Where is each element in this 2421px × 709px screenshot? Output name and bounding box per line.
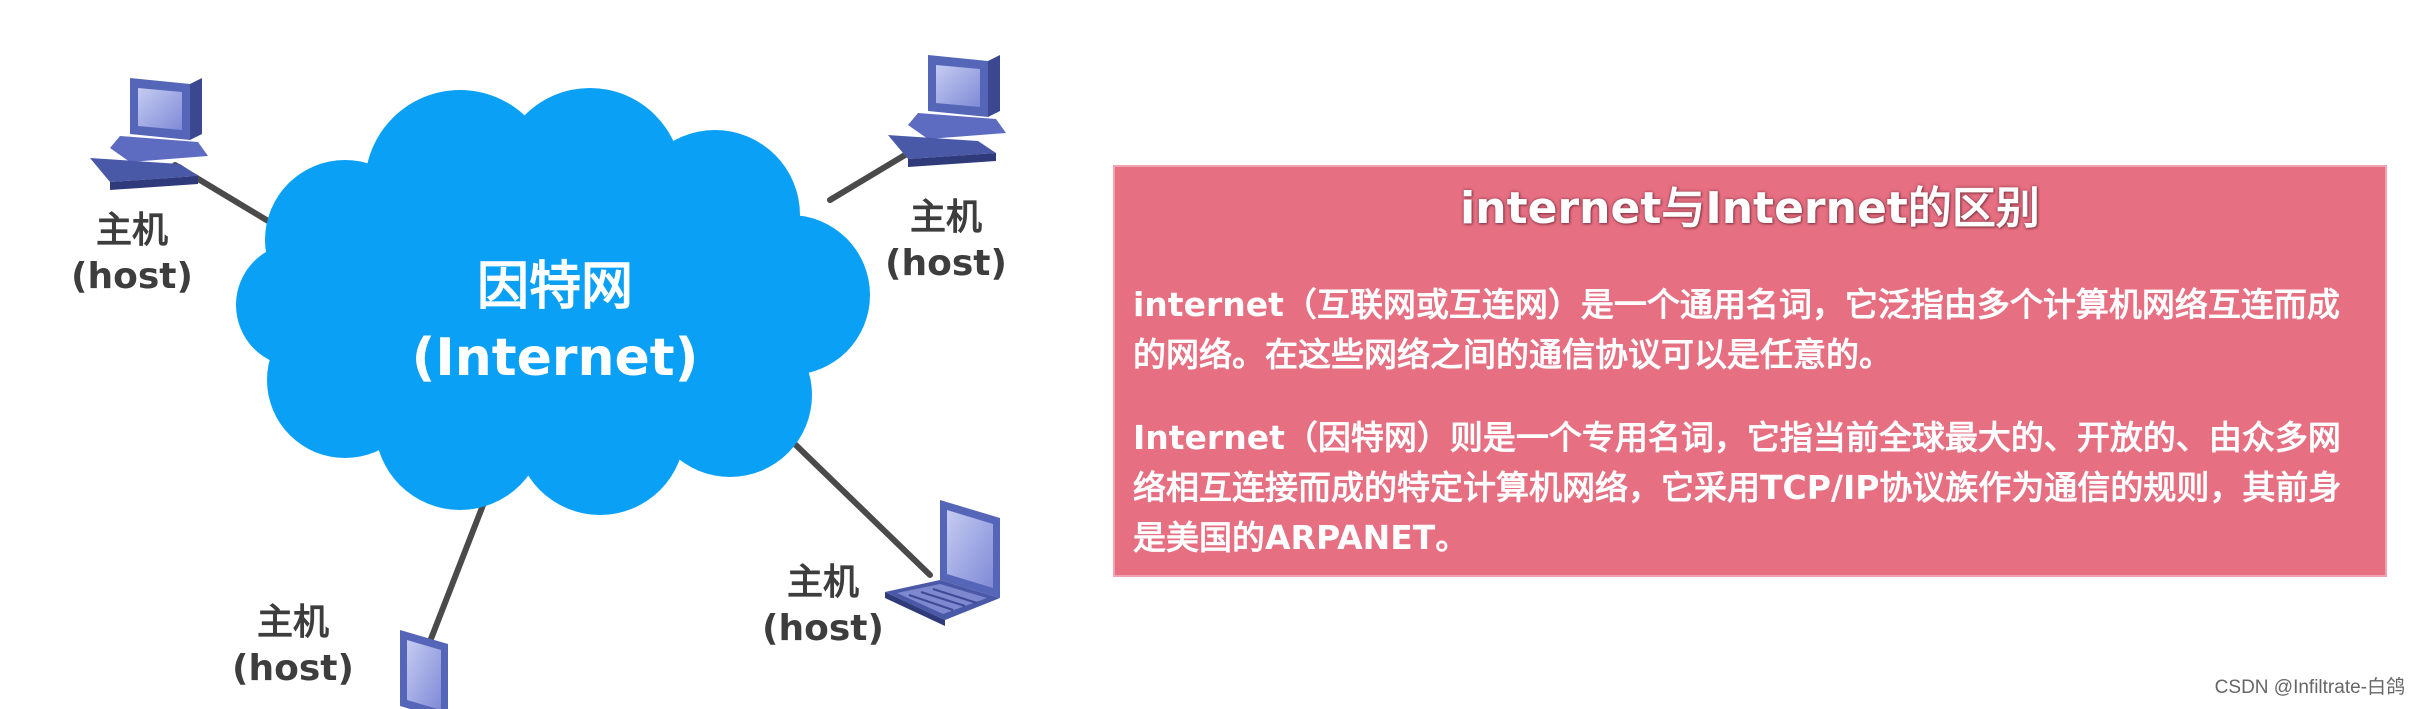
desktop-computer-icon: [90, 78, 208, 190]
host-label-bottom-right: 主机 (host): [753, 560, 893, 652]
info-panel: internet与Internet的区别 internet（互联网或互连网）是一…: [1113, 165, 2387, 577]
host-label-name: 主机: [909, 197, 982, 238]
host-label-bottom-left: 主机 (host): [223, 600, 363, 692]
desktop-computer-icon: [888, 55, 1006, 167]
cloud-label: 因特网 (Internet): [365, 252, 745, 394]
cloud-subtitle: (Internet): [411, 328, 699, 388]
host-label-sub: (host): [885, 243, 1007, 284]
cloud-title: 因特网: [476, 257, 633, 317]
host-label-top-left: 主机 (host): [62, 208, 202, 300]
host-label-top-right: 主机 (host): [876, 195, 1016, 287]
host-label-sub: (host): [762, 608, 884, 649]
laptop-icon: [400, 630, 448, 709]
internet-cloud: [236, 88, 870, 515]
host-label-name: 主机: [95, 210, 168, 251]
host-label-sub: (host): [71, 256, 193, 297]
info-title: internet与Internet的区别: [1460, 183, 2040, 234]
network-diagram: [90, 55, 1006, 709]
host-label-sub: (host): [232, 648, 354, 689]
info-paragraph-internet: internet（互联网或互连网）是一个通用名词，它泛指由多个计算机网络互连而成…: [1133, 285, 2340, 374]
info-paragraph-Internet: Internet（因特网）则是一个专用名词，它指当前全球最大的、开放的、由众多网…: [1133, 418, 2342, 557]
host-label-name: 主机: [256, 602, 329, 643]
link-bottom-right: [767, 417, 933, 578]
watermark: CSDN @Infiltrate-白鸽: [2214, 677, 2405, 698]
laptop-icon: [885, 500, 1000, 626]
link-top-right: [827, 152, 908, 203]
host-label-name: 主机: [786, 562, 859, 603]
